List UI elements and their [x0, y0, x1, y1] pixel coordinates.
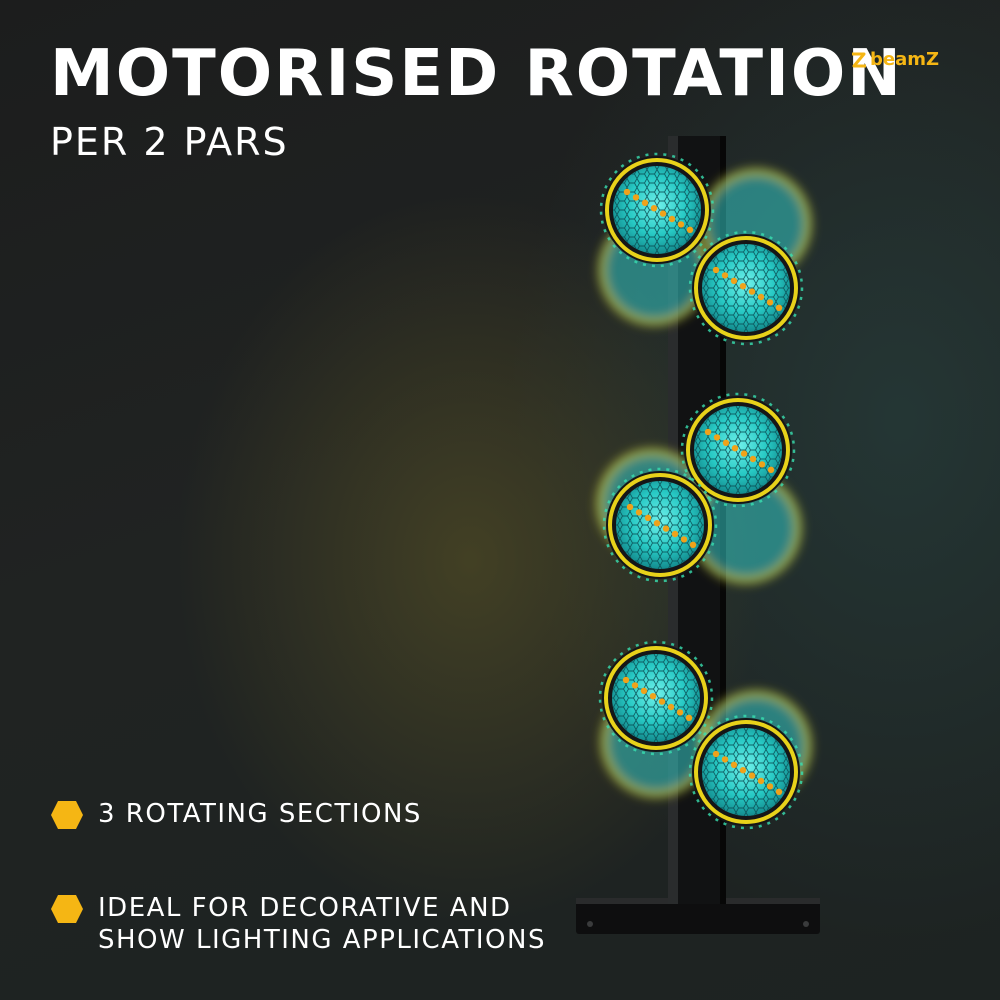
feature-text: IDEAL FOR DECORATIVE AND SHOW LIGHTING A…	[98, 893, 546, 955]
beamz-logo-mark-icon	[852, 52, 866, 68]
rotating-par-tower-illustration	[576, 136, 820, 934]
feature-item: IDEAL FOR DECORATIVE AND SHOW LIGHTING A…	[50, 892, 568, 956]
feature-text: 3 ROTATING SECTIONS	[98, 799, 422, 829]
brand-logo: beamZ	[850, 48, 939, 72]
rotating-section-2	[598, 392, 800, 582]
hexagon-bullet-icon	[51, 895, 83, 923]
brand-name: beamZ	[870, 49, 940, 70]
hexagon-bullet-icon	[51, 801, 83, 829]
page-subtitle: PER 2 PARS	[50, 120, 289, 164]
feature-item: 3 ROTATING SECTIONS	[50, 798, 568, 830]
page-title: MOTORISED ROTATION	[50, 37, 903, 111]
